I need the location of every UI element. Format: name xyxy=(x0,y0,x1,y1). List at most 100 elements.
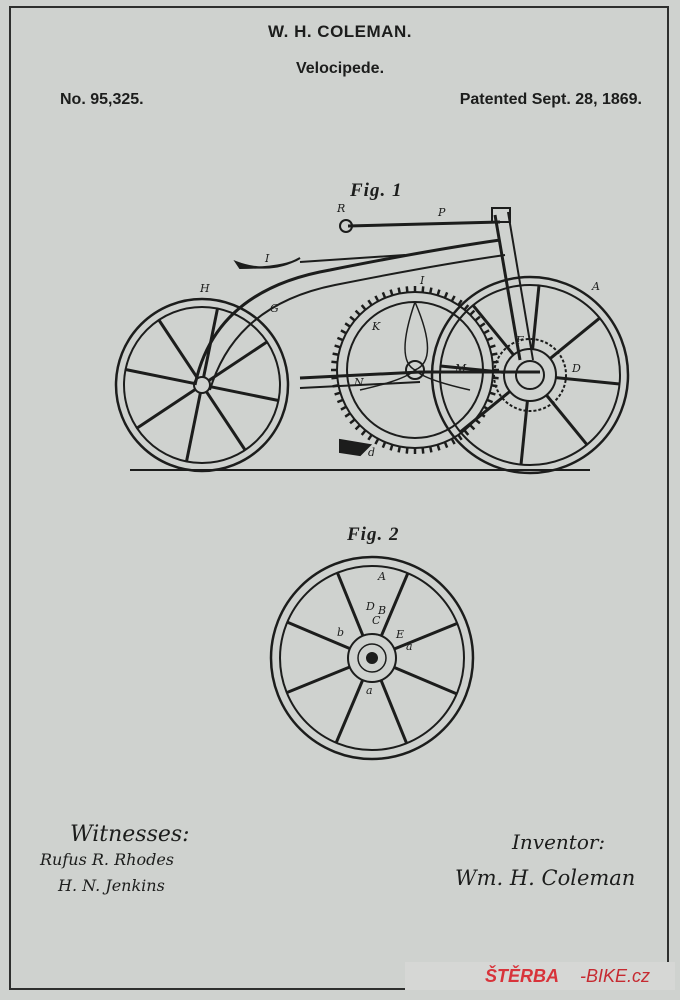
gear-tooth xyxy=(344,412,351,418)
gear-tooth xyxy=(360,304,367,311)
gear-tooth xyxy=(469,309,476,316)
watermark-brand[interactable]: ŠTĚRBA xyxy=(485,966,560,986)
ref-d: d xyxy=(368,446,375,459)
gear-tooth xyxy=(450,295,456,302)
fig2-ref-D: D xyxy=(365,600,375,613)
gear-tooth xyxy=(340,405,347,411)
gear-tooth xyxy=(479,412,486,418)
gear-tooth xyxy=(332,352,339,357)
inventor-name: W. H. COLEMAN. xyxy=(268,22,412,41)
gear-tooth xyxy=(457,299,463,306)
steering-fork xyxy=(493,214,522,361)
gear-tooth xyxy=(483,405,490,411)
gear-tooth xyxy=(421,286,425,293)
spoke xyxy=(136,388,197,430)
page-border xyxy=(9,6,669,990)
ref-P: P xyxy=(437,206,446,219)
spoke xyxy=(471,304,515,356)
saddle xyxy=(233,257,301,270)
gear-tooth xyxy=(474,418,481,425)
gear-tooth xyxy=(397,287,402,294)
ref-F: F xyxy=(515,334,524,347)
head-clamp xyxy=(491,207,511,223)
gear-tooth xyxy=(463,429,470,436)
fig2-ref-E: E xyxy=(395,628,404,641)
ref-I-saddle: I xyxy=(264,252,270,265)
gear-tooth xyxy=(491,352,498,357)
gear-tooth xyxy=(340,329,347,335)
gear-tooth xyxy=(331,360,338,364)
ref-R: R xyxy=(336,202,345,215)
gear-tooth xyxy=(397,446,402,453)
spoke xyxy=(379,679,408,744)
gear-tooth xyxy=(344,322,351,328)
gear-tooth xyxy=(421,447,425,454)
gear-tooth xyxy=(334,344,341,349)
gear-tooth xyxy=(354,309,361,316)
gear-tooth xyxy=(336,398,344,404)
gear-tooth xyxy=(489,344,496,349)
gear-tooth xyxy=(374,295,380,302)
gear-tooth xyxy=(389,289,394,296)
drive-gear xyxy=(331,286,499,454)
patent-number: No. 95,325. xyxy=(60,91,144,108)
witnesses-label: Witnesses: xyxy=(70,822,190,847)
ref-I: I xyxy=(419,274,425,287)
gear-tooth xyxy=(367,299,373,306)
spoke xyxy=(157,319,199,380)
watermark-background xyxy=(405,962,675,990)
gear-tooth xyxy=(360,429,367,436)
gear-tooth xyxy=(381,291,387,299)
gear-tooth xyxy=(349,418,356,425)
spoke xyxy=(531,285,541,350)
foot-rest xyxy=(339,438,373,457)
gear-tooth xyxy=(479,322,486,328)
watermark-suffix[interactable]: -BIKE.cz xyxy=(580,966,651,986)
gear-tooth xyxy=(405,447,409,454)
saddle-spring xyxy=(299,254,406,263)
inventor-signature: Wm. H. Coleman xyxy=(455,866,636,890)
treadle-lever xyxy=(299,370,540,380)
frame-backbone xyxy=(193,238,501,386)
ref-K: K xyxy=(371,320,381,333)
gear-tooth xyxy=(436,444,441,451)
gear-tooth xyxy=(405,286,409,293)
front-pinion xyxy=(493,338,567,412)
front-wheel xyxy=(430,275,630,475)
fig2-tire xyxy=(269,555,475,761)
spoke xyxy=(379,572,410,637)
fig2-spokes xyxy=(286,572,458,744)
witness-2-signature: H. N. Jenkins xyxy=(58,876,165,895)
ref-G: G xyxy=(270,302,279,315)
ref-H: H xyxy=(199,282,210,295)
spoke xyxy=(205,390,247,451)
fig2-ref-C: C xyxy=(372,614,381,627)
spoke xyxy=(336,572,365,637)
gear-tooth xyxy=(334,391,341,396)
fig2-ref-B: B xyxy=(377,604,386,617)
fig2-ref-A: A xyxy=(377,570,386,583)
frame-backbone-inner xyxy=(209,254,506,391)
gear-tooth xyxy=(486,336,494,342)
gear-tooth xyxy=(450,438,456,445)
invention-title: Velocipede. xyxy=(295,60,385,77)
ref-M: M xyxy=(454,362,467,375)
gear-tooth xyxy=(381,441,387,449)
gear-tooth xyxy=(331,376,338,380)
fig2-rim xyxy=(279,565,465,751)
gear-tooth xyxy=(486,398,494,404)
gear-tooth xyxy=(349,315,356,322)
crank-pin xyxy=(405,360,425,380)
gear-tooth xyxy=(374,438,380,445)
fig1-label: Fig. 1 xyxy=(350,180,403,201)
spoke xyxy=(286,620,351,651)
spoke xyxy=(393,665,458,696)
spoke xyxy=(185,392,202,462)
gear-tooth xyxy=(428,446,433,453)
gear-tooth xyxy=(489,391,496,396)
fig2-ref-a: a xyxy=(406,640,413,653)
gear-tooth xyxy=(436,289,441,296)
